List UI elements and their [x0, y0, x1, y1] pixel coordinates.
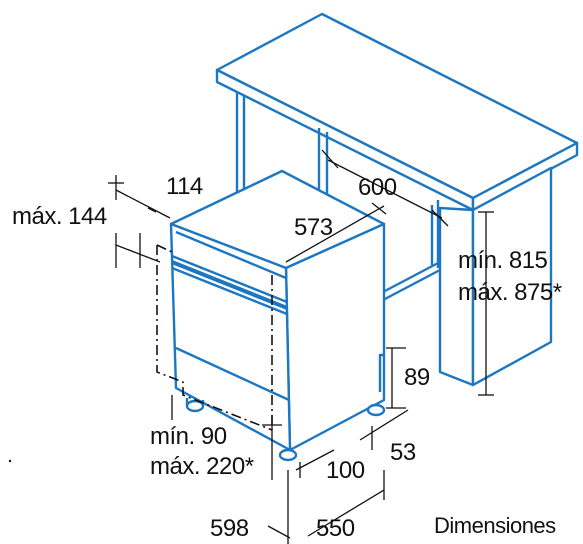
label-53: 53	[390, 439, 416, 466]
label-598: 598	[210, 515, 249, 542]
caption-dimensiones: Dimensiones	[434, 513, 556, 538]
label-max-220: máx. 220*	[150, 453, 254, 480]
label-100: 100	[326, 457, 365, 484]
label-max-144: máx. 144	[12, 203, 107, 230]
stray-dot	[8, 459, 12, 463]
label-max-875: máx. 875*	[458, 279, 562, 306]
dimension-lines	[108, 149, 494, 544]
label-89: 89	[404, 364, 430, 391]
label-600: 600	[358, 174, 397, 201]
label-573: 573	[294, 214, 333, 241]
dishwasher-appliance	[169, 169, 386, 462]
dimension-labels: 114 máx. 144 600 573 mín. 815 máx. 875* …	[12, 173, 562, 542]
countertop-cabinet	[215, 12, 579, 387]
label-min-90: mín. 90	[150, 423, 227, 450]
label-114: 114	[166, 173, 203, 200]
label-min-815: mín. 815	[458, 247, 548, 274]
decor-panel-outline	[156, 244, 273, 431]
label-550: 550	[316, 515, 355, 542]
